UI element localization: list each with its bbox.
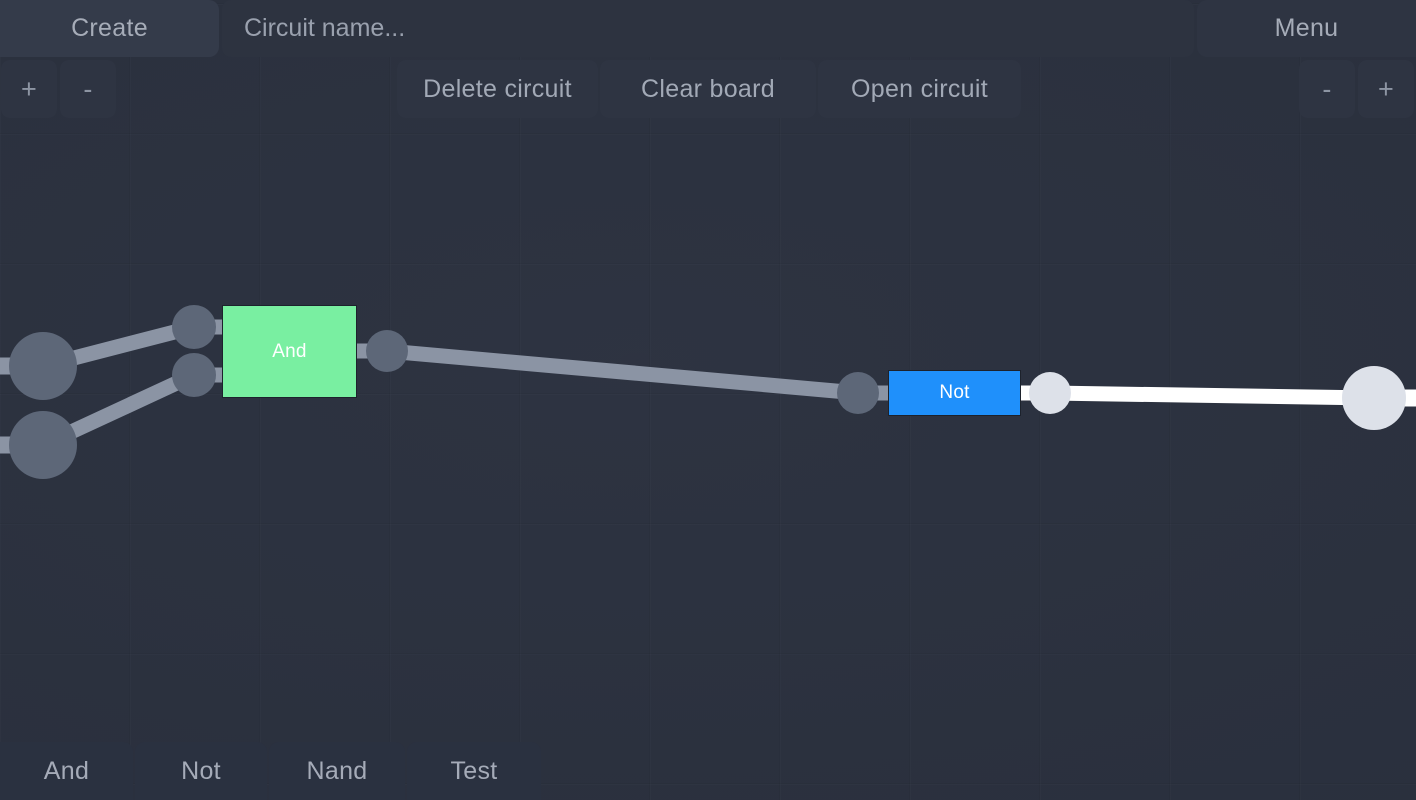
circuit-node-input-a[interactable] bbox=[9, 332, 77, 400]
palette-item-test[interactable]: Test bbox=[407, 742, 541, 800]
gate-and[interactable]: And bbox=[222, 305, 357, 398]
circuit-name-input[interactable] bbox=[222, 0, 1194, 57]
circuit-node-not-out[interactable] bbox=[1029, 372, 1071, 414]
zoom-out-left-button[interactable]: - bbox=[60, 60, 116, 118]
palette-item-not[interactable]: Not bbox=[135, 742, 267, 800]
gate-label: And bbox=[272, 340, 307, 362]
zoom-in-right-button[interactable]: + bbox=[1358, 60, 1414, 118]
circuit-node-board-output[interactable] bbox=[1342, 366, 1406, 430]
top-toolbar: Create Menu bbox=[0, 0, 1416, 57]
open-circuit-button[interactable]: Open circuit bbox=[818, 60, 1021, 118]
gate-palette-bar: And Not Nand Test bbox=[0, 742, 541, 800]
palette-item-nand[interactable]: Nand bbox=[269, 742, 405, 800]
wire[interactable] bbox=[386, 343, 859, 401]
menu-button[interactable]: Menu bbox=[1197, 0, 1416, 57]
circuit-node-and-in-2[interactable] bbox=[172, 353, 216, 397]
circuit-node-and-out[interactable] bbox=[366, 330, 408, 372]
gate-label: Not bbox=[939, 382, 970, 403]
secondary-toolbar: + - Delete circuit Clear board Open circ… bbox=[0, 57, 1416, 118]
clear-board-button[interactable]: Clear board bbox=[600, 60, 816, 118]
zoom-out-right-button[interactable]: - bbox=[1299, 60, 1355, 118]
gate-not[interactable]: Not bbox=[888, 370, 1021, 416]
palette-item-and[interactable]: And bbox=[0, 742, 133, 800]
zoom-in-left-button[interactable]: + bbox=[1, 60, 57, 118]
circuit-node-and-in-1[interactable] bbox=[172, 305, 216, 349]
circuit-node-not-in[interactable] bbox=[837, 372, 879, 414]
create-button[interactable]: Create bbox=[0, 0, 219, 57]
delete-circuit-button[interactable]: Delete circuit bbox=[397, 60, 598, 118]
wire[interactable] bbox=[1049, 385, 1375, 406]
circuit-node-input-b[interactable] bbox=[9, 411, 77, 479]
